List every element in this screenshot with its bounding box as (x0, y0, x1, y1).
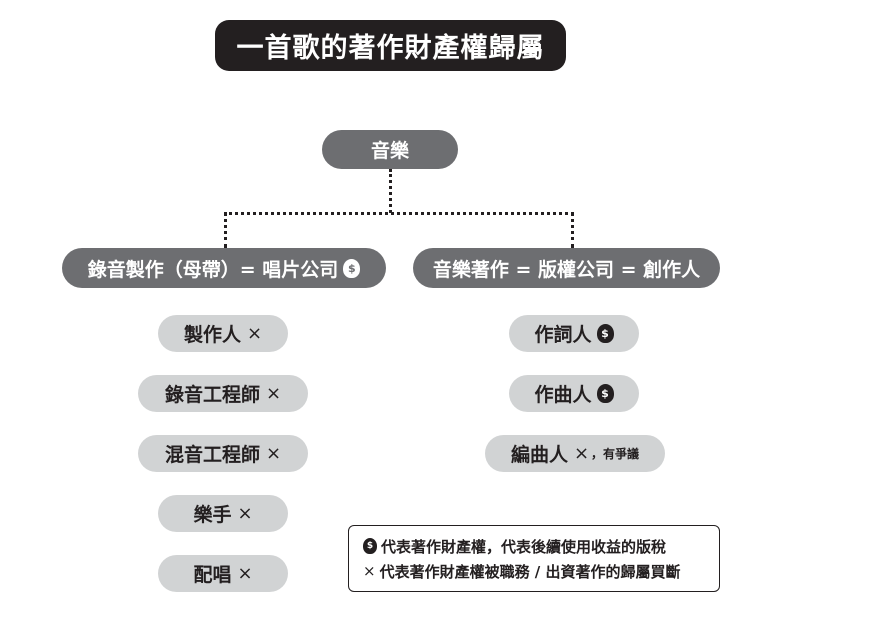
item-arranger: 編曲人×，有爭議 (485, 435, 665, 472)
legend-money-text: 代表著作財產權，代表後續使用收益的版稅 (381, 537, 667, 556)
cross-icon: × (265, 383, 282, 404)
item-mixing-engineer: 混音工程師× (138, 435, 308, 472)
item-musician: 樂手× (158, 495, 288, 532)
connector-line (389, 169, 392, 213)
cross-icon: × (246, 323, 263, 344)
item-composer: 作曲人$ (509, 375, 639, 412)
connector-line (224, 212, 227, 248)
legend-box: $代表著作財產權，代表後續使用收益的版稅 ×代表著作財產權被職務 / 出資著作的… (348, 525, 720, 592)
money-bag-icon: $ (596, 384, 614, 403)
connector-line (571, 212, 574, 248)
disputed-note: ，有爭議 (591, 447, 640, 461)
connector-line (224, 212, 574, 215)
cross-icon: × (237, 563, 253, 584)
page-title: 一首歌的著作財產權歸屬 (215, 20, 566, 71)
recording-header-label: 錄音製作（母帶）= 唱片公司 (87, 258, 339, 281)
item-recording-engineer: 錄音工程師× (138, 375, 308, 412)
cross-icon: × (265, 443, 282, 464)
cross-icon: × (363, 562, 376, 580)
money-bag-icon: $ (596, 324, 614, 343)
cross-icon: × (237, 503, 253, 524)
cross-icon: × (573, 443, 590, 464)
money-bag-icon: $ (363, 538, 377, 554)
legend-cross-text: 代表著作財產權被職務 / 出資著作的歸屬買斷 (379, 562, 681, 581)
item-producer: 製作人× (158, 315, 288, 352)
root-node-music: 音樂 (322, 130, 458, 169)
money-bag-icon: $ (343, 258, 361, 278)
item-lyricist: 作詞人$ (509, 315, 639, 352)
music-work-header: 音樂著作 = 版權公司 = 創作人 (413, 248, 720, 288)
item-backing-vocal: 配唱× (158, 555, 288, 592)
recording-header: 錄音製作（母帶）= 唱片公司$ (62, 248, 386, 288)
